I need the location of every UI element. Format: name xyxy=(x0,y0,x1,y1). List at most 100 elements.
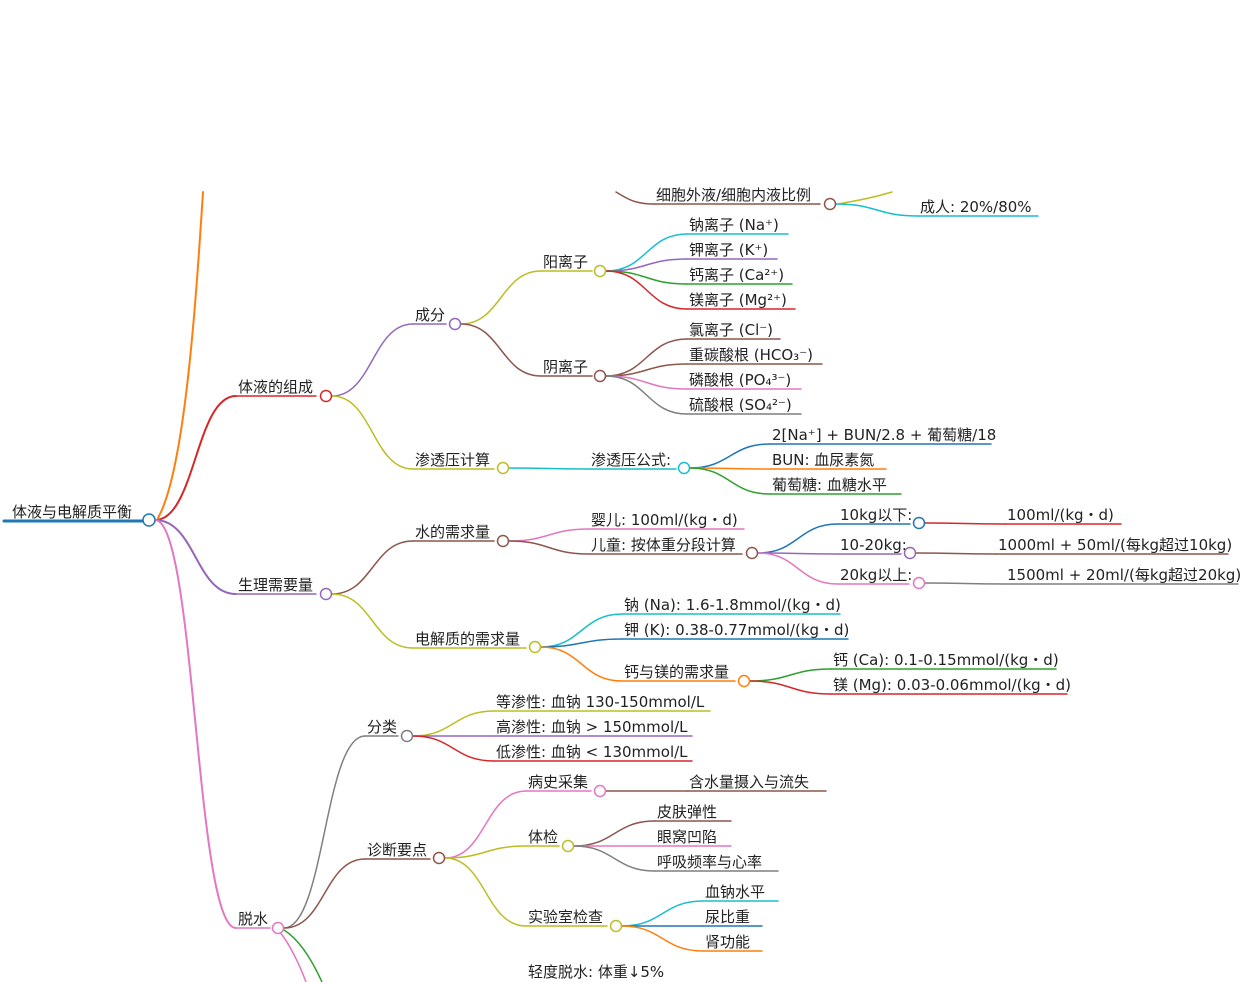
node-label: 尿比重 xyxy=(705,908,750,926)
node-collapse-circle xyxy=(271,921,285,935)
branch-edge xyxy=(924,522,1006,525)
node-label: 细胞外液/细胞内液比例 xyxy=(656,186,811,204)
node-collapse-circle xyxy=(823,197,837,211)
node-collapse-circle xyxy=(319,587,333,601)
branch-edge-partial xyxy=(157,191,204,519)
branch-edge xyxy=(331,395,414,470)
branch-edge xyxy=(412,710,495,737)
branch-edge xyxy=(835,203,919,217)
node-collapse-circle xyxy=(609,919,623,933)
node-label: 重碳酸根 (HCO₃⁻) xyxy=(689,346,813,364)
node-label: 皮肤弹性 xyxy=(657,803,717,821)
branch-edge xyxy=(573,820,656,847)
branch-edge xyxy=(749,680,832,695)
branch-edge xyxy=(444,845,527,859)
node-label: 10-20kg: xyxy=(840,536,907,554)
branch-edge-partial xyxy=(615,191,655,205)
node-label: 10kg以下: xyxy=(840,506,912,524)
node-label: 儿童: 按体重分段计算 xyxy=(591,536,736,554)
branch-edge xyxy=(412,735,495,762)
branch-edge xyxy=(605,233,688,272)
node-label: 血钠水平 xyxy=(705,883,765,901)
node-label: 2[Na⁺] + BUN/2.8 + 葡萄糖/18 xyxy=(772,426,996,444)
branch-edge xyxy=(154,395,237,521)
node-label: BUN: 血尿素氮 xyxy=(772,451,874,469)
mindmap-edges xyxy=(154,191,1006,982)
node-label: 水的需求量 xyxy=(415,523,490,541)
node-label: 钠离子 (Na⁺) xyxy=(689,216,779,234)
node-label: 钾离子 (K⁺) xyxy=(689,241,768,259)
node-label: 镁离子 (Mg²⁺) xyxy=(689,291,787,309)
branch-edge xyxy=(621,925,704,952)
node-label: 镁 (Mg): 0.03-0.06mmol/(kg・d) xyxy=(833,676,1071,694)
node-label: 成分 xyxy=(415,306,445,324)
branch-edge-partial xyxy=(283,929,323,982)
node-label: 脱水 xyxy=(238,910,268,928)
branch-edge xyxy=(540,638,623,648)
branch-edge xyxy=(749,668,832,682)
node-label: 含水量摄入与流失 xyxy=(689,773,809,791)
branch-edge xyxy=(605,375,688,415)
node-label: 体液的组成 xyxy=(238,378,313,396)
node-collapse-circle xyxy=(496,534,510,548)
node-label: 氯离子 (Cl⁻) xyxy=(689,321,773,339)
node-label: 低渗性: 血钠 < 130mmol/L xyxy=(496,743,688,761)
node-label: 阴离子 xyxy=(543,358,588,376)
node-collapse-circle xyxy=(400,729,414,743)
node-collapse-circle xyxy=(745,546,759,560)
node-label: 1500ml + 20ml/(每kg超过20kg) xyxy=(1007,566,1241,584)
node-label: 葡萄糖: 血糖水平 xyxy=(772,476,887,494)
node-label: 渗透压公式: xyxy=(591,451,671,469)
node-label: 实验室检查 xyxy=(528,908,603,926)
branch-edge xyxy=(508,540,590,555)
node-collapse-circle xyxy=(912,576,926,590)
branch-edge xyxy=(757,552,839,585)
mindmap-underlines xyxy=(2,203,1239,952)
node-label: 体检 xyxy=(528,828,558,846)
node-label: 20kg以上: xyxy=(840,566,912,584)
node-label: 病史采集 xyxy=(528,773,588,791)
node-label: 钾 (K): 0.38-0.77mmol/(kg・d) xyxy=(624,621,849,639)
branch-edge xyxy=(331,323,414,397)
branch-edge xyxy=(757,523,839,554)
node-collapse-circle xyxy=(448,317,462,331)
branch-edge xyxy=(605,338,688,377)
root-collapse-circle xyxy=(142,513,156,527)
branch-edge xyxy=(283,858,366,929)
node-label: 生理需要量 xyxy=(238,576,313,594)
node-label: 眼窝凹陷 xyxy=(657,828,717,846)
node-collapse-circle xyxy=(561,839,575,853)
node-collapse-circle xyxy=(319,389,333,403)
branch-edge xyxy=(573,845,656,872)
node-label: 硫酸根 (SO₄²⁻) xyxy=(689,396,792,414)
node-label: 呼吸频率与心率 xyxy=(657,853,762,871)
branch-edge xyxy=(154,519,237,595)
branch-edge xyxy=(689,443,771,469)
branch-edge xyxy=(444,790,527,859)
node-collapse-circle xyxy=(737,674,751,688)
node-collapse-circle xyxy=(528,640,542,654)
node-collapse-circle xyxy=(593,784,607,798)
node-label: 诊断要点 xyxy=(367,841,427,859)
node-label: 钙与镁的需求量 xyxy=(624,663,729,681)
branch-edge xyxy=(508,467,590,470)
branch-edge xyxy=(154,519,237,929)
node-collapse-circle xyxy=(593,264,607,278)
node-collapse-circle xyxy=(593,369,607,383)
node-label: 钙离子 (Ca²⁺) xyxy=(689,266,784,284)
node-collapse-circle xyxy=(912,516,926,530)
branch-edge-partial xyxy=(837,191,893,205)
node-collapse-circle xyxy=(677,461,691,475)
node-label: 1000ml + 50ml/(每kg超过10kg) xyxy=(998,536,1232,554)
branch-edge xyxy=(605,270,688,310)
node-label: 分类 xyxy=(367,718,397,736)
root-label: 体液与电解质平衡 xyxy=(12,503,132,521)
node-collapse-circle xyxy=(496,461,510,475)
node-label: 阳离子 xyxy=(543,253,588,271)
node-label: 电解质的需求量 xyxy=(415,630,520,648)
node-label: 100ml/(kg・d) xyxy=(1007,506,1114,524)
branch-edge xyxy=(460,270,542,325)
branch-edge xyxy=(460,323,542,377)
node-label: 肾功能 xyxy=(705,933,750,951)
node-label: 等渗性: 血钠 130-150mmol/L xyxy=(496,693,705,711)
